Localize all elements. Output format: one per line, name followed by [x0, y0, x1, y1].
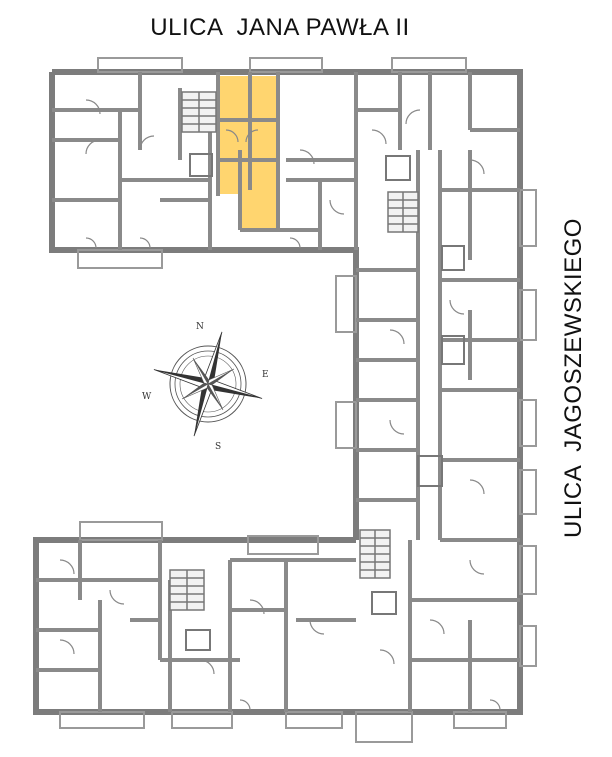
interior-walls-bottom-wing — [36, 540, 356, 712]
compass-east-label: E — [262, 370, 269, 380]
stairwell-top — [181, 91, 217, 133]
stairwell-bottom — [169, 569, 205, 611]
street-label-top: ULICA JANA PAWŁA II — [150, 14, 410, 41]
door-swings — [59, 99, 501, 711]
stairwell-middle — [359, 529, 391, 579]
interior-walls-top-wing — [52, 72, 520, 250]
compass-rose: N E S W — [142, 322, 269, 452]
stairwell-right — [387, 191, 419, 233]
interior-walls-right-wing — [356, 150, 520, 712]
compass-west-label: W — [142, 392, 152, 402]
compass-north-label: N — [196, 322, 204, 332]
stairwells — [169, 91, 419, 611]
shafts — [185, 153, 465, 651]
compass-south-label: S — [215, 442, 221, 452]
